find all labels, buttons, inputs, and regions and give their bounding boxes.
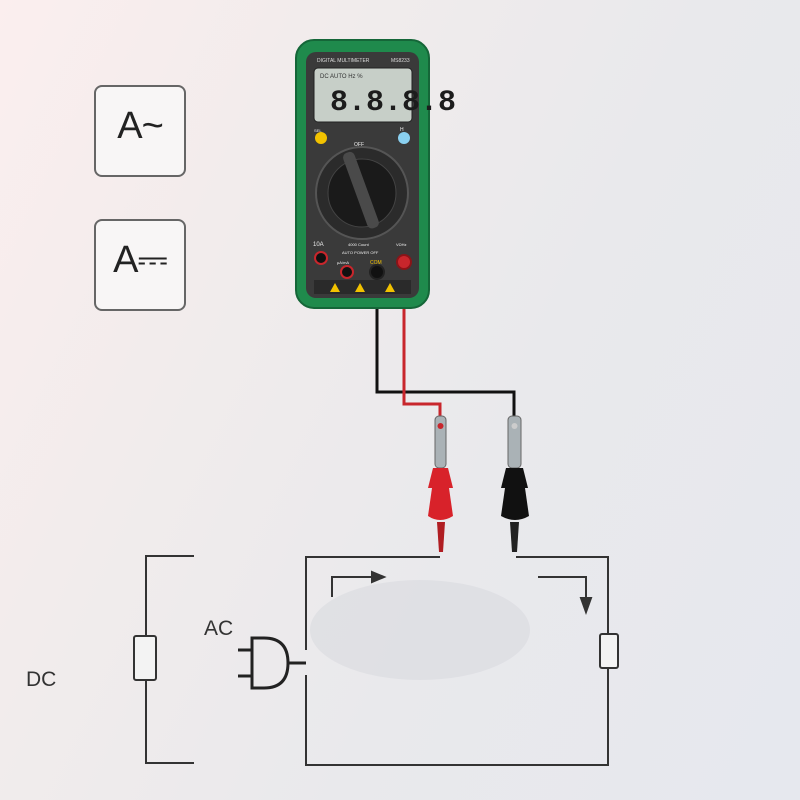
jack-ma-label: µA/mA <box>337 260 349 265</box>
jack-ma <box>340 265 354 279</box>
ac-circuit <box>305 556 619 766</box>
circuit-glow <box>310 580 530 680</box>
sel-label: SEL <box>314 128 322 133</box>
lcd-digits: 8.8.8.8 <box>330 86 456 120</box>
meter-model: MS8233 <box>391 58 410 64</box>
jack-com-label: COM <box>370 260 382 266</box>
multimeter[interactable]: DIGITAL MULTIMETER MS8233 DC AUTO Hz % 8… <box>295 39 456 309</box>
hold-label: H <box>400 127 404 133</box>
jack-v <box>396 254 412 270</box>
dc-current-symbol: A⎓ <box>113 239 168 281</box>
ac-current-symbol: A~ <box>117 105 164 147</box>
black-probe[interactable] <box>501 415 529 552</box>
auto-off-label: AUTO POWER OFF <box>342 250 379 255</box>
count-label: 4000 Count <box>348 242 370 247</box>
meter-brand: DIGITAL MULTIMETER <box>317 58 370 64</box>
jack-10a <box>314 251 328 265</box>
sel-button <box>315 132 327 144</box>
test-leads <box>375 262 516 420</box>
red-probe[interactable] <box>428 415 453 552</box>
jack-com <box>369 264 385 280</box>
flow-arrow-right <box>538 576 593 615</box>
dc-resistor <box>133 635 157 681</box>
ac-plug-icon <box>238 636 306 690</box>
dial-off-label: OFF <box>354 142 364 148</box>
black-lead <box>375 272 516 420</box>
ac-current-mode-box[interactable]: A~ <box>94 85 186 177</box>
flow-arrow-left <box>331 570 387 597</box>
warning-icon <box>330 283 395 292</box>
hold-button <box>398 132 410 144</box>
dc-circuit <box>133 555 194 764</box>
red-lead <box>402 262 442 420</box>
dc-label: DC <box>26 668 57 691</box>
jack-v-label: VΩHz <box>396 242 407 247</box>
jack-10a-label: 10A <box>313 242 324 248</box>
dc-current-mode-box[interactable]: A⎓ <box>94 219 186 311</box>
ac-label: AC <box>204 617 234 640</box>
dial-pointer <box>343 151 379 229</box>
lcd-flags: DC AUTO Hz % <box>320 74 363 80</box>
lcd-screen <box>313 67 413 123</box>
ac-resistor <box>599 633 619 669</box>
